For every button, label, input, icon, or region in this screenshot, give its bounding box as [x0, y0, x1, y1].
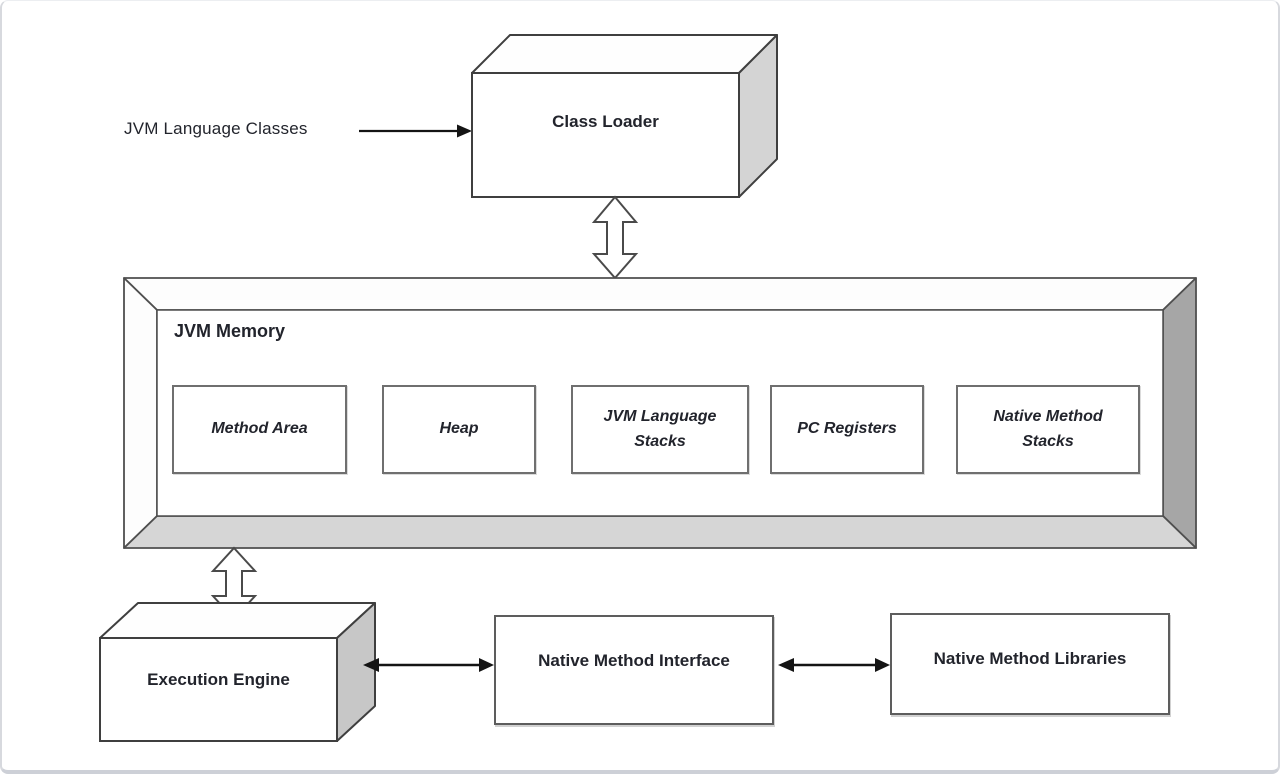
heap-box: Heap: [382, 385, 536, 474]
method-area-label: Method Area: [211, 420, 308, 438]
native-method-stacks-box: Native Method Stacks: [956, 385, 1140, 474]
interface-libraries-arrow: [778, 658, 890, 672]
pc-registers-label: PC Registers: [797, 420, 897, 438]
method-area-box: Method Area: [172, 385, 347, 474]
heap-label: Heap: [439, 420, 479, 438]
native-method-interface-label: Native Method Interface: [538, 651, 730, 670]
class-loader-label: Class Loader: [552, 112, 659, 131]
class-loader-box: [471, 34, 778, 198]
jvm-language-stacks-box: JVM Language Stacks: [571, 385, 749, 474]
native-method-interface-box: Native Method Interface: [494, 615, 774, 725]
pc-registers-box: PC Registers: [770, 385, 924, 474]
classloader-memory-arrow: [591, 195, 639, 280]
execution-engine-label: Execution Engine: [147, 669, 290, 689]
input-arrow: [359, 124, 472, 138]
jvm-memory-title: JVM Memory: [174, 321, 286, 341]
native-method-stacks-label: Native Method Stacks: [993, 407, 1103, 450]
execution-engine-box: [99, 602, 376, 742]
jvm-language-stacks-label: JVM Language Stacks: [603, 407, 717, 450]
engine-interface-arrow: [363, 658, 494, 672]
native-method-libraries-box: Native Method Libraries: [890, 613, 1170, 715]
native-method-libraries-label: Native Method Libraries: [933, 649, 1127, 668]
jvm-language-classes-label: JVM Language Classes: [124, 119, 308, 138]
